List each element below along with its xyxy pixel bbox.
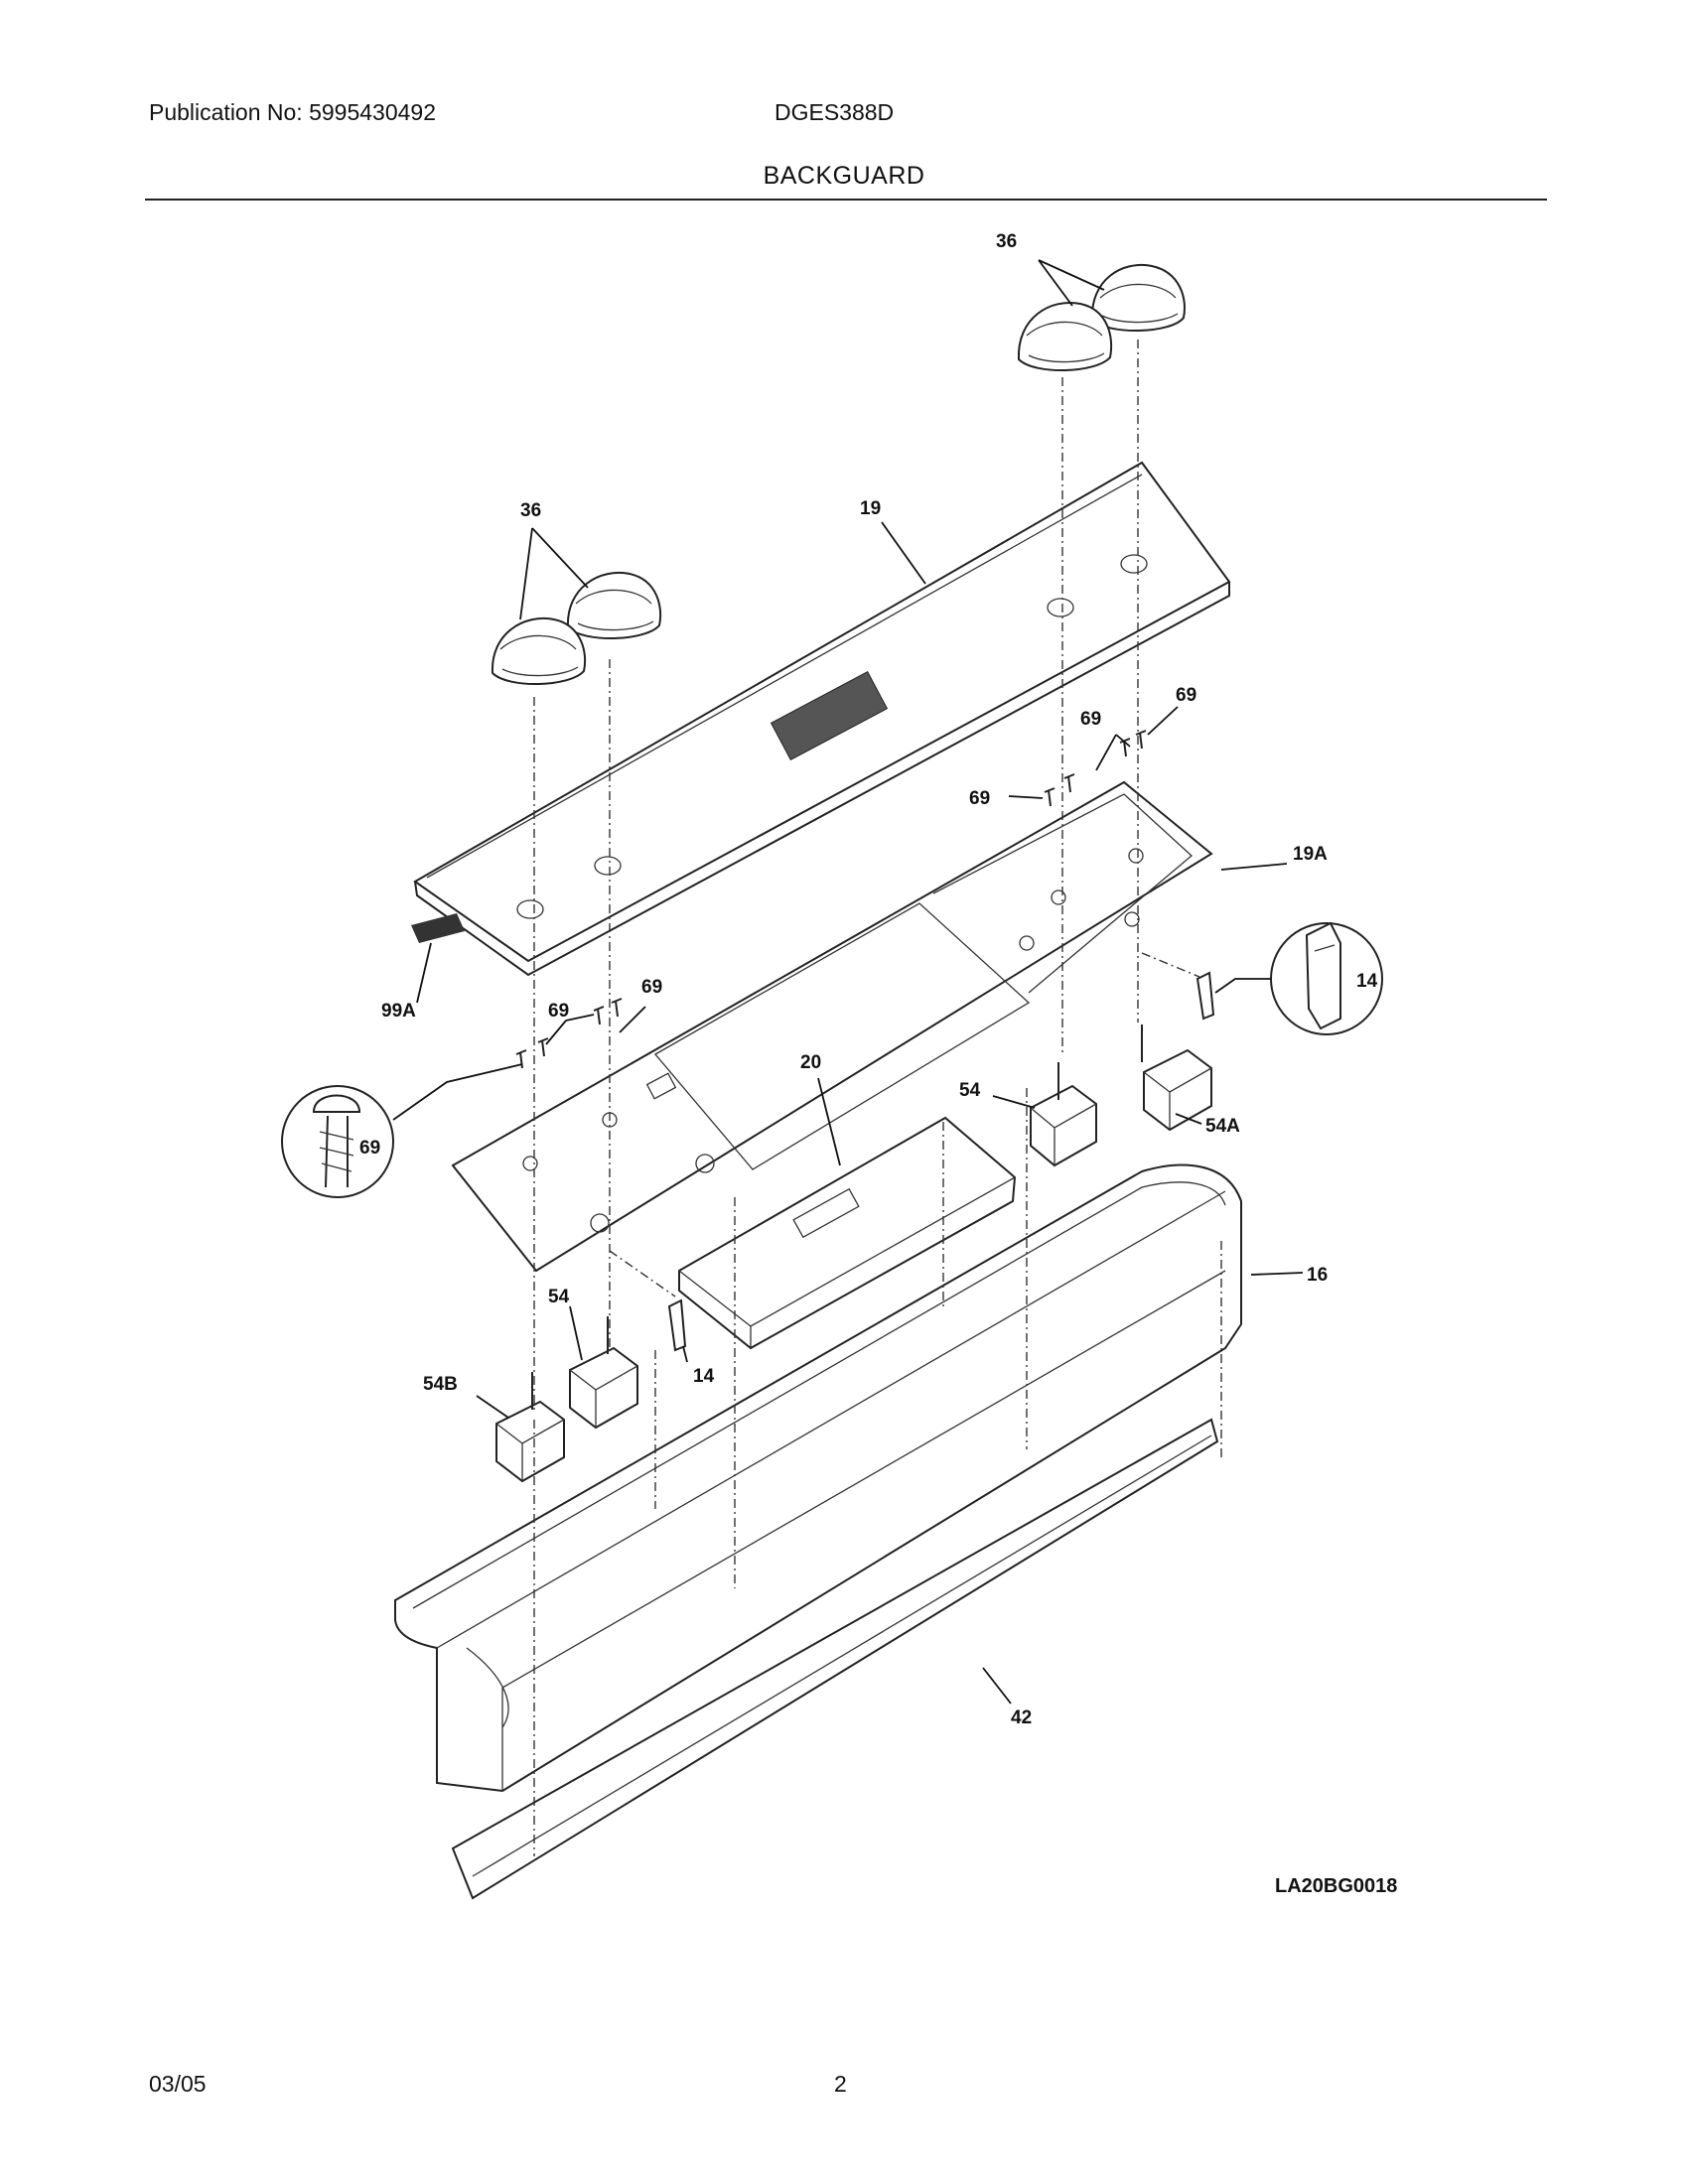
control-board-20 xyxy=(678,1116,1017,1350)
callout-19a: 19A xyxy=(1293,844,1328,865)
switch-54-right xyxy=(1030,1062,1097,1167)
terminal-14-lower xyxy=(667,1298,687,1352)
model-number: DGES388D xyxy=(774,99,895,125)
diagram-code: LA20BG0018 xyxy=(1275,1875,1397,1897)
callout-69-b: 69 xyxy=(1176,685,1196,706)
callout-54-left: 54 xyxy=(548,1287,570,1307)
callout-16: 16 xyxy=(1307,1265,1328,1286)
callout-99a: 99A xyxy=(381,1001,416,1022)
callout-54a: 54A xyxy=(1205,1116,1240,1137)
page-title: BACKGUARD xyxy=(763,162,925,190)
callout-69-e: 69 xyxy=(641,977,662,998)
callout-54-right: 54 xyxy=(959,1080,981,1101)
switch-54a xyxy=(1141,1024,1212,1132)
knob-left-front xyxy=(491,617,587,686)
callout-36-top: 36 xyxy=(996,231,1017,252)
vent-panel-42 xyxy=(451,1418,1219,1900)
callout-36-left: 36 xyxy=(520,500,541,521)
knob-left-rear xyxy=(566,572,662,640)
leader-lines xyxy=(392,259,1304,1705)
knob-top-right-rear xyxy=(1090,264,1186,333)
overlay-99a xyxy=(411,913,465,943)
callout-69-a: 69 xyxy=(1080,709,1101,730)
detail-circle-screw-69 xyxy=(281,1085,394,1198)
publication-number: Publication No: 5995430492 xyxy=(149,99,437,125)
backguard-16 xyxy=(394,1163,1242,1793)
knob-top-right-front xyxy=(1017,302,1113,372)
callout-20: 20 xyxy=(800,1052,821,1073)
callout-69-detail: 69 xyxy=(359,1138,380,1159)
bracket-19a xyxy=(451,780,1213,1273)
page-number: 2 xyxy=(834,2071,847,2097)
title-rule xyxy=(145,199,1547,201)
callout-69-c: 69 xyxy=(969,788,990,809)
footer-date: 03/05 xyxy=(149,2071,207,2097)
callout-69-d: 69 xyxy=(548,1001,569,1022)
screws-69 xyxy=(515,730,1147,1069)
callout-14-lower: 14 xyxy=(693,1366,715,1387)
callout-54b: 54B xyxy=(423,1374,458,1395)
callout-42: 42 xyxy=(1011,1707,1032,1728)
callout-19: 19 xyxy=(860,498,881,519)
switch-54b xyxy=(495,1372,565,1483)
terminal-14-right xyxy=(1196,971,1215,1021)
switch-54-left xyxy=(569,1316,638,1430)
assembly-lines xyxy=(533,340,1222,1856)
callout-14-detail: 14 xyxy=(1356,971,1378,992)
control-panel-19 xyxy=(413,461,1231,977)
